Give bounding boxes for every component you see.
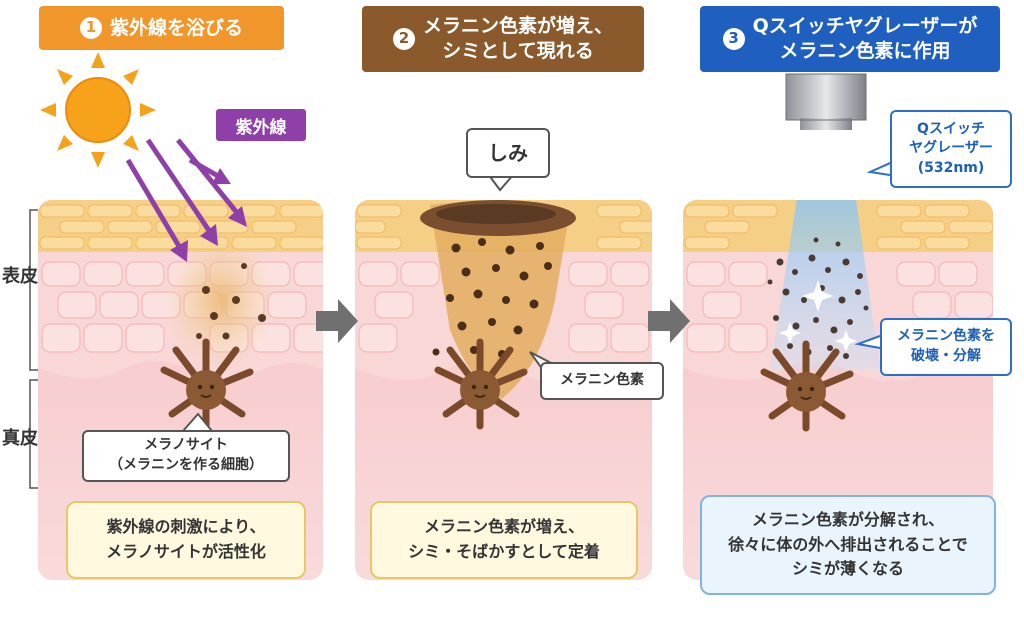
dermis-label: 真皮: [2, 428, 38, 449]
laser-label-line1: Qスイッチ: [917, 120, 985, 137]
melanocyte-1: [160, 338, 254, 430]
step1-number: 1: [79, 17, 102, 39]
step1-title-text: 紫外線を浴びる: [109, 16, 243, 39]
step2-title-line1: メラニン色素が増え、: [422, 15, 613, 38]
sun-icon: [40, 52, 156, 168]
step3-caption-line2: 徐々に体の外へ排出されることで: [728, 534, 968, 554]
step3-title: 3 Qスイッチヤグレーザーが メラニン色素に作用: [700, 6, 1000, 72]
melanin-callout: メラニン色素: [540, 362, 664, 400]
step1-title: 1 紫外線を浴びる: [39, 6, 284, 50]
melanocyte-3: [760, 340, 854, 432]
step3-title-line2: メラニン色素に作用: [779, 40, 951, 62]
melanocyte-description: （メラニンを作る細胞）: [109, 457, 263, 473]
step1-caption: 紫外線の刺激により、 メラノサイトが活性化: [66, 501, 306, 579]
destroy-label-line2: 破壊・分解: [911, 348, 981, 364]
step2-title: 2 メラニン色素が増え、 シミとして現れる: [362, 6, 644, 72]
step1-caption-line2: メラノサイトが活性化: [106, 542, 266, 561]
uv-rays: [125, 138, 247, 262]
step2-title-line2: シミとして現れる: [442, 40, 594, 62]
melanocyte-2: [434, 338, 528, 430]
laser-callout: Qスイッチ ヤグレーザー (532nm): [890, 110, 1012, 188]
melanocyte-label: メラノサイト: [144, 437, 228, 454]
step3-caption-line3: シミが薄くなる: [791, 559, 904, 579]
laser-label-line3: (532nm): [917, 159, 985, 176]
step3-title-line1: Qスイッチヤグレーザーが: [752, 15, 978, 38]
flow-arrow-2: [648, 299, 690, 343]
step2-number: 2: [392, 28, 415, 50]
destroy-label-line1: メラニン色素を: [897, 328, 995, 345]
laser-nozzle: [785, 73, 867, 130]
step1-caption-line1: 紫外線の刺激により、: [106, 517, 266, 537]
layer-bracket: [29, 209, 38, 489]
step3-caption-line1: メラニン色素が分解され、: [751, 509, 945, 529]
destroy-callout: メラニン色素を 破壊・分解: [880, 318, 1012, 376]
step2-caption-line2: シミ・そばかすとして定着: [408, 542, 600, 561]
melanocyte-callout: メラノサイト （メラニンを作る細胞）: [82, 430, 290, 482]
melanin-label: メラニン色素: [560, 372, 644, 389]
spot-label: しみ: [488, 141, 528, 165]
epidermis-label: 表皮: [2, 266, 38, 287]
laser-label-line2: ヤグレーザー: [909, 140, 993, 157]
step2-caption: メラニン色素が増え、 シミ・そばかすとして定着: [370, 501, 638, 579]
step3-number: 3: [722, 28, 745, 50]
spot-callout: しみ: [466, 128, 550, 178]
step2-caption-line1: メラニン色素が増え、: [423, 517, 584, 537]
flow-arrow-1: [316, 299, 358, 343]
callout-pointers: [182, 173, 554, 432]
step3-caption: メラニン色素が分解され、 徐々に体の外へ排出されることで シミが薄くなる: [700, 495, 996, 595]
uv-label: 紫外線: [216, 109, 306, 141]
